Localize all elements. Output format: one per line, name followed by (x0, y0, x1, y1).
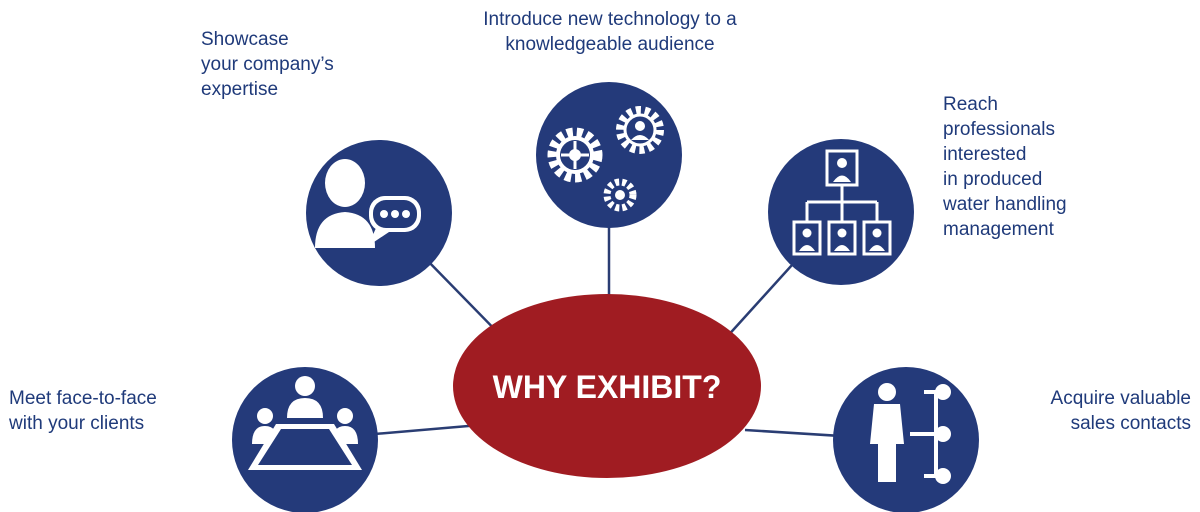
label-professionals: Reach professionals interested in produc… (943, 94, 1067, 240)
center-ellipse (453, 294, 761, 478)
center-label: WHY EXHIBIT? (493, 369, 722, 405)
center-hub: WHY EXHIBIT? (453, 294, 761, 478)
gears-icon (547, 106, 664, 212)
node-contacts (833, 367, 979, 512)
node-technology (536, 82, 682, 228)
speaker-chat-icon (315, 159, 421, 248)
label-expertise: Showcase your company’s expertise (201, 29, 334, 100)
org-chart-icon (792, 149, 892, 256)
label-contacts: Acquire valuable sales contacts (1050, 388, 1191, 434)
label-meet: Meet face-to-face with your clients (9, 388, 157, 434)
person-network-icon (870, 383, 951, 484)
node-technology-circle (536, 82, 682, 228)
label-technology: Introduce new technology to a knowledgea… (483, 9, 737, 55)
node-contacts-circle (833, 367, 979, 512)
node-meet (232, 367, 378, 512)
meeting-table-icon (248, 376, 362, 470)
node-expertise (306, 140, 452, 286)
node-professionals (768, 139, 914, 285)
